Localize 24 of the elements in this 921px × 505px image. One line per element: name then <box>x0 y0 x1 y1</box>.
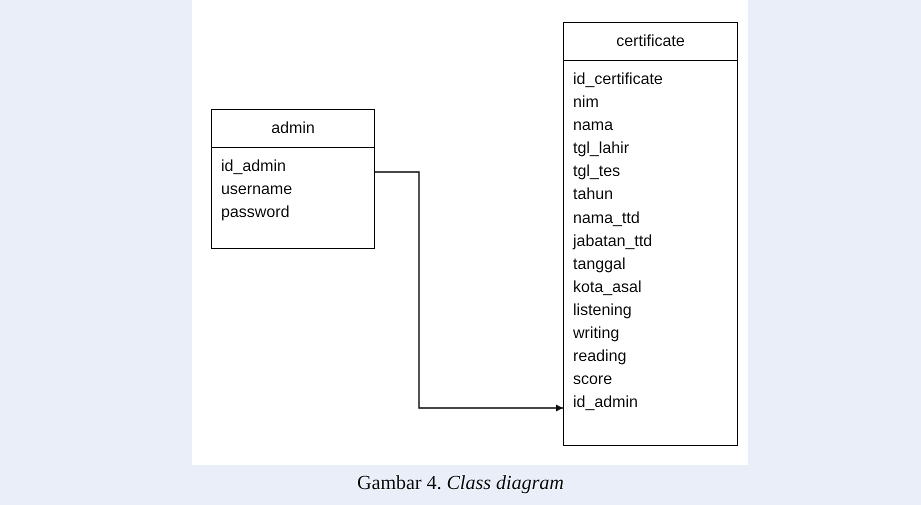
attribute-text: id_admin <box>573 393 638 414</box>
attribute-text: id_certificate <box>573 70 663 90</box>
class-name: admin <box>212 110 374 148</box>
attribute-text: nim <box>573 93 599 114</box>
attribute-text: writing <box>573 324 620 344</box>
class-name: certificate <box>564 23 737 61</box>
attribute-text: reading <box>573 347 626 368</box>
attribute-text: tgl_tes <box>573 162 620 182</box>
association-arrow <box>375 171 563 412</box>
attribute-text: kota_asal <box>573 278 642 298</box>
attribute-text: tahun <box>573 185 614 206</box>
attribute-text: tanggal <box>573 254 626 275</box>
class-box <box>211 109 375 249</box>
attribute-text: nama <box>573 116 614 136</box>
attribute-text: id_admin <box>221 157 286 177</box>
class-box <box>563 22 738 446</box>
attribute-text: listening <box>573 300 632 321</box>
attribute-text: tgl_lahir <box>573 139 630 160</box>
attribute-text: password <box>221 203 290 224</box>
attribute-text: jabatan_ttd <box>573 232 652 252</box>
figure-caption: Gambar 4. Class diagram <box>357 472 564 495</box>
attribute-text: score <box>573 370 612 390</box>
attribute-text: username <box>221 180 292 200</box>
attribute-text: nama_ttd <box>573 208 640 229</box>
